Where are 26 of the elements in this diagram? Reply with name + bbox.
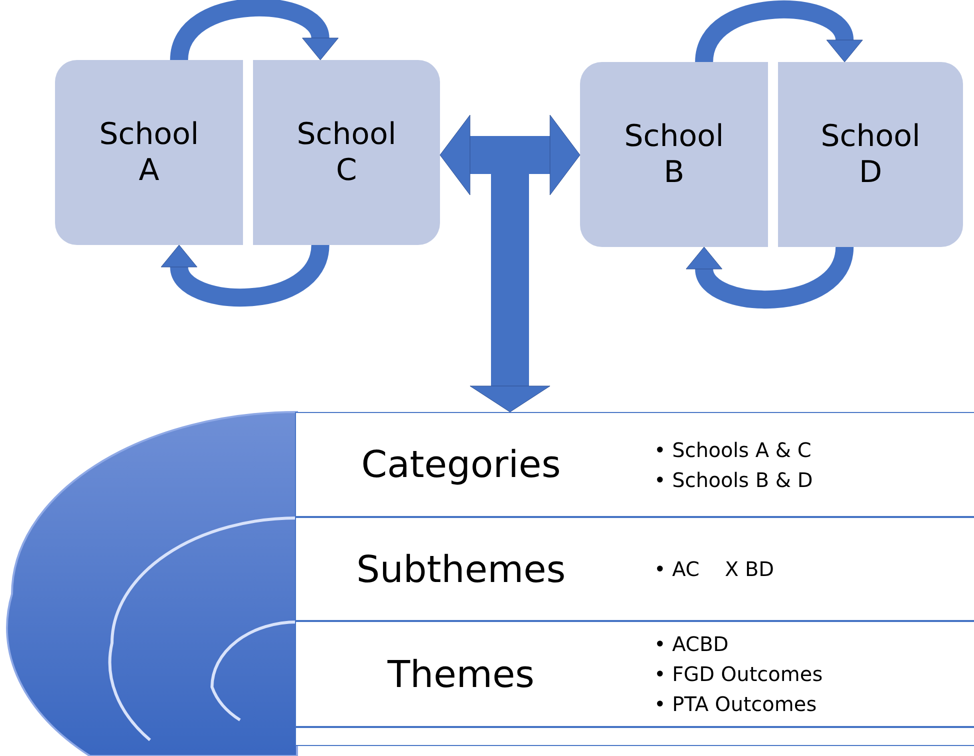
band-box: [295, 727, 974, 746]
bullet-item: • PTA Outcomes: [654, 691, 818, 718]
bullet-item: • Schools A & C: [654, 436, 812, 464]
bullet-item: • Schools B & D: [654, 466, 813, 494]
band-box: [295, 517, 974, 621]
school-label: School D: [820, 118, 922, 190]
school-box: [253, 60, 440, 245]
band-box: [295, 621, 974, 727]
school-label: School A: [98, 116, 200, 188]
school-box: [580, 62, 768, 247]
curved-arrow: [162, 243, 330, 306]
school-label: School C: [296, 116, 398, 188]
school-box: [55, 60, 243, 245]
band-box: [295, 412, 974, 517]
bullet-item: • ACBD: [654, 631, 730, 658]
bullet-item: • FGD Outcomes: [654, 661, 823, 688]
band-heading: Themes: [386, 652, 536, 696]
school-label: School B: [623, 118, 725, 190]
curved-arrow: [695, 0, 862, 64]
band-heading: Categories: [360, 443, 562, 486]
school-box: [778, 62, 963, 247]
band-heading: Subthemes: [355, 548, 567, 590]
bullet-item: • AC X BD: [654, 556, 774, 583]
double-arrow: [440, 114, 580, 196]
curved-arrow: [686, 245, 854, 308]
curved-arrow: [170, 0, 338, 62]
